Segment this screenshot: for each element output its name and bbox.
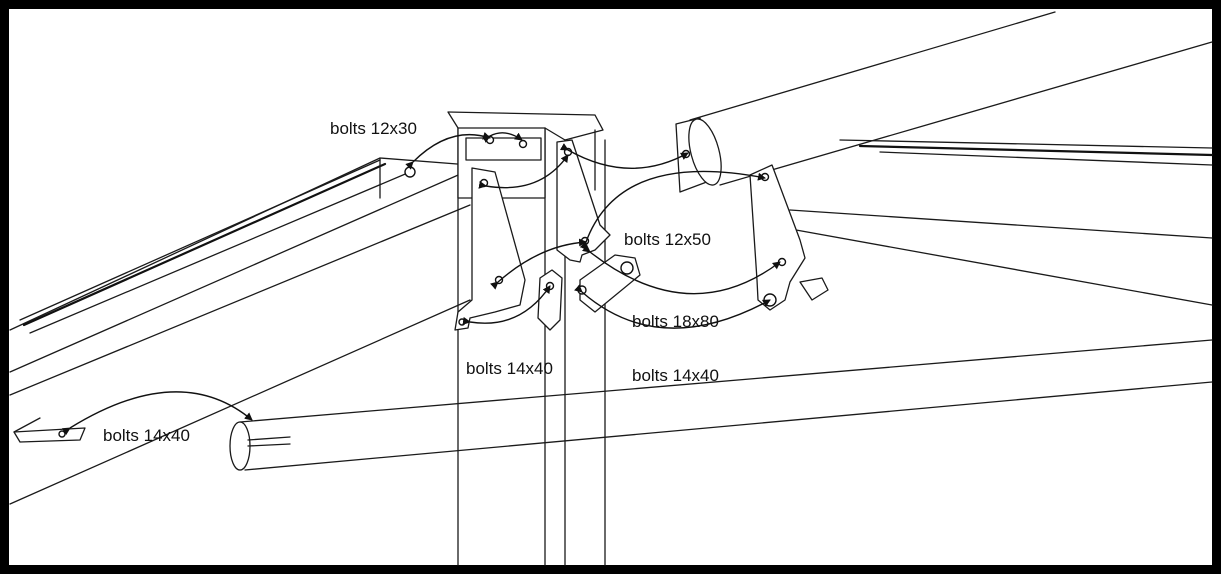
tie-rod-tube bbox=[229, 339, 1213, 471]
label-bolts-14x40-bracket: bolts 14x40 bbox=[466, 359, 553, 378]
connection-arrows bbox=[61, 132, 781, 436]
label-bolts-14x40-end: bolts 14x40 bbox=[103, 426, 190, 445]
bolt-hole-rail-end bbox=[404, 166, 416, 178]
label-bolts-18x80: bolts 18x80 bbox=[632, 312, 719, 331]
right-gusset-plate bbox=[749, 164, 829, 311]
label-bolts-14x40-beam: bolts 14x40 bbox=[632, 366, 719, 385]
upper-right-beam bbox=[675, 11, 1214, 306]
label-bolts-12x30: bolts 12x30 bbox=[330, 119, 417, 138]
label-bolts-12x50: bolts 12x50 bbox=[624, 230, 711, 249]
end-bracket bbox=[13, 417, 86, 443]
